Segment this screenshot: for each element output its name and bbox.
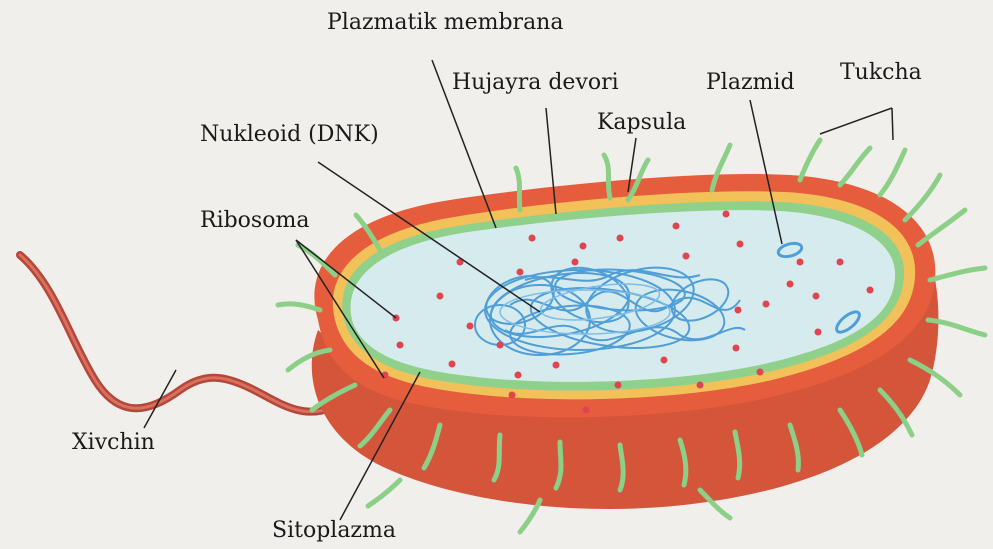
label-plasmid: Plazmid [706,72,795,94]
label-nucleoid: Nukleoid (DNK) [200,124,379,146]
flagellum [20,255,330,412]
label-plasma-membrane: Plazmatik membrana [327,12,563,34]
label-pili: Tukcha [840,62,922,84]
label-cytoplasm: Sitoplazma [272,520,396,542]
label-flagellum: Xivchin [72,432,155,454]
label-cell-wall: Hujayra devori [452,72,619,94]
label-ribosome: Ribosoma [200,210,309,232]
label-capsule: Kapsula [597,112,686,134]
